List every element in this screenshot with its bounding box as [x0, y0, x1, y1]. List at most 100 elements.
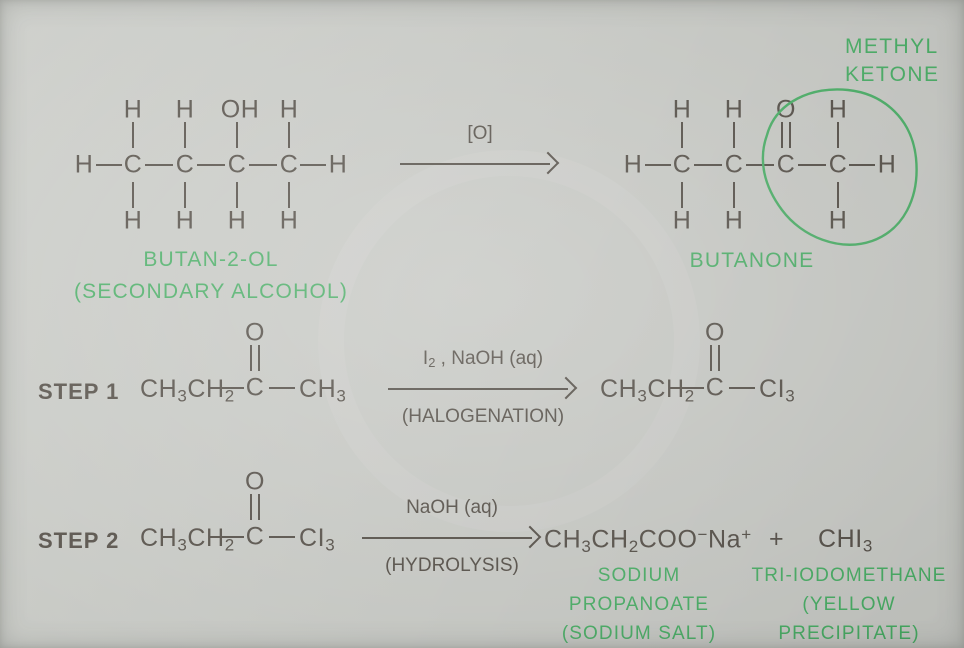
bond-v-p-c2-down: [733, 182, 735, 208]
step1-product-head: CH3CH2: [600, 375, 695, 406]
step2-carbonyl-double-b: [258, 494, 260, 520]
step1-p-carbonyl-double-a: [710, 345, 712, 371]
bond-v-p-carbonyl-b: [789, 122, 791, 148]
atom-bottom-2: H: [175, 206, 195, 235]
atom-p-bottom-2: H: [724, 206, 744, 235]
atom-p-backbone-4: C: [828, 150, 848, 179]
bond-h-p-terminal-left: [645, 164, 671, 166]
atom-p-bottom-1: H: [672, 206, 692, 235]
step1-reactant-tail: CH3: [299, 375, 347, 406]
step2-condition-above: NaOH (aq): [406, 497, 498, 518]
arrow-oxidation: [O]: [400, 123, 560, 176]
step2-product-1-name-line3: (SODIUM SALT): [561, 623, 717, 644]
step1-p-carbonyl-double-b: [718, 345, 720, 371]
step2-arrow-shaft: [362, 537, 532, 539]
step1-bond-head-carbonyl: [218, 387, 244, 389]
step1-product-tail: CI3: [759, 375, 796, 406]
atom-left-terminal: H: [74, 150, 94, 179]
atom-bottom-4: H: [279, 206, 299, 235]
atom-p-top-4: H: [828, 95, 848, 124]
step1-p-bond-carbonyl-tail: [729, 387, 755, 389]
bond-v-c3-down: [236, 182, 238, 208]
bond-h-c3-c4: [249, 164, 277, 166]
step1-condition-above: I2 , NaOH (aq): [422, 347, 544, 370]
arrow-condition-oxidation: [O]: [467, 123, 493, 144]
atom-backbone-2: C: [175, 150, 195, 179]
bond-v-p-c2-up: [733, 122, 735, 148]
atom-p-backbone-1: C: [672, 150, 692, 179]
bond-h-p-c1-c2: [694, 164, 722, 166]
label-secondary-alcohol: (SECONDARY ALCOHOL): [73, 280, 349, 303]
bond-h-c1-c2: [145, 164, 173, 166]
label-methyl-ketone: METHYL KETONE: [845, 33, 939, 90]
products-plus-sign: +: [769, 525, 784, 553]
label-butanone: BUTANONE: [689, 249, 815, 272]
step2-reactant-tail: CI3: [299, 524, 336, 555]
step2-bond-carbonyl-tail: [269, 536, 295, 538]
label-methyl-ketone-line1: METHYL: [845, 35, 939, 58]
step1-bond-carbonyl-tail: [269, 387, 295, 389]
step2-reactant-head: CH3CH2: [140, 524, 235, 555]
step1-condition-below: (HALOGENATION): [401, 406, 565, 427]
bond-v-p-c4-up: [837, 122, 839, 148]
step1-carbonyl-carbon: C: [245, 373, 265, 402]
step2-product-2-formula: CHI3: [818, 525, 873, 556]
step2-product-2-name-line1: TRI-IODOMETHANE: [751, 565, 947, 586]
bond-v-c3-up: [236, 122, 238, 148]
step2-product-1-name-line1: SODIUM: [597, 565, 681, 586]
step2-bond-head-carbonyl: [218, 536, 244, 538]
step2-arrow-tip: [518, 525, 542, 549]
bond-v-p-carbonyl-a: [781, 122, 783, 148]
arrow-step2-hydrolysis: NaOH (aq) (HYDROLYSIS): [362, 497, 542, 576]
atom-p-right-terminal: H: [877, 150, 897, 179]
arrow-shaft: [400, 163, 550, 165]
label-methyl-ketone-line2: KETONE: [845, 63, 940, 87]
background-watermark: [318, 150, 700, 532]
atom-p-top-2: H: [724, 95, 744, 124]
step2-condition-below: (HYDROLYSIS): [385, 555, 519, 576]
arrow-step1-halogenation: I2 , NaOH (aq) (HALOGENATION): [388, 348, 578, 427]
atom-top-1: H: [123, 95, 143, 124]
step1-carbonyl-oxygen: O: [245, 318, 265, 347]
atom-p-top-1: H: [672, 95, 692, 124]
step1-p-bond-head-carbonyl: [678, 387, 704, 389]
step2-product-2-name-line3: PRECIPITATE): [778, 623, 920, 644]
bond-h-p-c2-c3: [746, 164, 774, 166]
step1-carbonyl-double-b: [258, 345, 260, 371]
bond-v-c2-down: [184, 182, 186, 208]
bond-v-c4-up: [288, 122, 290, 148]
step1-arrow-tip: [554, 376, 578, 400]
step2-carbonyl-oxygen: O: [245, 467, 265, 496]
atom-bottom-3: H: [227, 206, 247, 235]
step2-carbonyl-carbon: C: [245, 522, 265, 551]
bond-h-terminal-left: [96, 164, 122, 166]
step1-carbonyl-double-a: [250, 345, 252, 371]
step1-arrow-shaft: [388, 388, 568, 390]
step-1-label: STEP 1: [38, 379, 120, 404]
step2-carbonyl-double-a: [250, 494, 252, 520]
bond-h-p-c3-c4: [798, 164, 826, 166]
atom-top-3: OH: [220, 95, 260, 124]
atom-p-backbone-3: C: [776, 150, 796, 179]
bond-v-p-c1-down: [681, 182, 683, 208]
atom-right-terminal: H: [328, 150, 348, 179]
step2-product-2-name-line2: (YELLOW: [802, 594, 896, 615]
atom-p-left-terminal: H: [623, 150, 643, 179]
atom-p-carbonyl-oxygen: O: [776, 95, 796, 124]
step1-product-carbonyl-carbon: C: [705, 373, 725, 402]
atom-top-2: H: [175, 95, 195, 124]
bond-h-c2-c3: [197, 164, 225, 166]
bond-h-p-terminal-right: [849, 164, 875, 166]
atom-backbone-1: C: [123, 150, 143, 179]
atom-p-bottom-4: H: [828, 206, 848, 235]
step2-product-1-name-line2: PROPANOATE: [568, 594, 710, 615]
step-2-label: STEP 2: [38, 528, 120, 553]
bond-v-c4-down: [288, 182, 290, 208]
bond-v-p-c4-down: [837, 182, 839, 208]
label-butan-2-ol: BUTAN-2-OL: [143, 248, 279, 271]
atom-top-4: H: [279, 95, 299, 124]
arrow-tip: [536, 151, 560, 175]
step1-reactant-head: CH3CH2: [140, 375, 235, 406]
bond-v-c2-up: [184, 122, 186, 148]
